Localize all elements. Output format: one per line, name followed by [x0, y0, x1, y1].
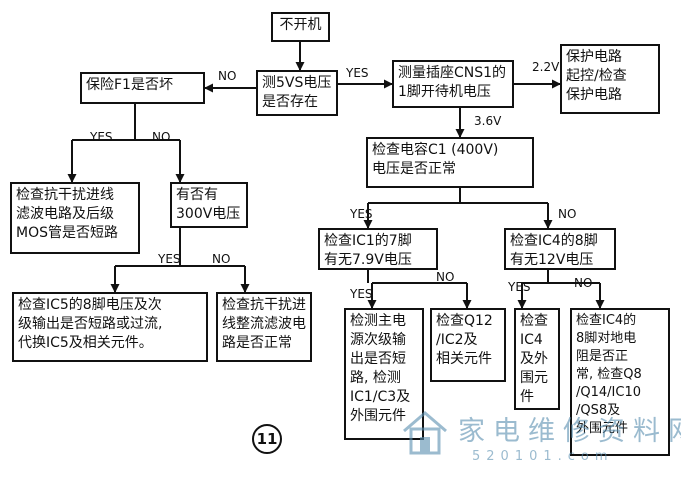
- has-300v-box: 有否有 300V电压: [170, 182, 248, 228]
- protect-box: 保护电路 起控/检查 保护电路: [560, 44, 660, 114]
- label-no-ic4: NO: [574, 276, 593, 290]
- check-ic1-pin7-box: 检查IC1的7脚 有无7.9V电压: [318, 228, 438, 270]
- watermark: 家电维修资料网 520101.com: [400, 405, 681, 483]
- label-yes-c1: YES: [350, 207, 373, 221]
- label-yes-fuse: YES: [90, 130, 113, 144]
- check-5vs-box: 测5VS电压 是否存在: [256, 70, 338, 116]
- check-filter-rect-box: 检查抗干扰进 线整流滤波电 路是否正常: [216, 292, 312, 362]
- label-no-c1: NO: [558, 207, 577, 221]
- measure-cns1-box: 测量插座CNS1的 1脚开待机电压: [392, 60, 514, 108]
- label-yes-ic4: YES: [508, 280, 531, 294]
- watermark-url: 520101.com: [472, 449, 614, 464]
- check-filter-mos-box: 检查抗干扰进线 滤波电路及后级 MOS管是否短路: [10, 182, 140, 254]
- label-no-fuse: NO: [152, 130, 171, 144]
- label-no-ic1: NO: [436, 270, 455, 284]
- label-3-6v: 3.6V: [474, 114, 502, 128]
- fuse-box: 保险F1是否坏: [80, 72, 205, 104]
- label-no-300v: NO: [212, 252, 231, 266]
- figure-number: 11: [252, 424, 282, 454]
- check-ic4-box: 检查 IC4 及外 围元 件: [514, 308, 560, 410]
- start-box: 不开机: [271, 12, 330, 42]
- check-main-power-box: 检测主电 源次级输 出是否短 路, 检测 IC1/C3及 外围元件: [344, 308, 424, 440]
- watermark-text: 家电维修资料网: [458, 416, 681, 447]
- check-ic4-ground-box: 检查IC4的 8脚对地电 阻是否正 常, 检查Q8 /Q14/IC10 /QS8…: [570, 308, 670, 456]
- check-q12-box: 检查Q12 /IC2及 相关元件: [430, 308, 506, 382]
- label-yes-300v: YES: [158, 252, 181, 266]
- check-c1-box: 检查电容C1 (400V) 电压是否正常: [366, 137, 534, 188]
- label-yes-ic1: YES: [350, 287, 373, 301]
- house-logo-icon: [403, 411, 447, 455]
- check-ic4-pin8-box: 检查IC4的8脚 有无12V电压: [504, 228, 616, 270]
- label-yes-5vs: YES: [346, 66, 369, 80]
- label-no-5vs: NO: [218, 69, 237, 83]
- check-ic5-pin8-box: 检查IC5的8脚电压及次 级输出是否短路或过流, 代换IC5及相关元件。: [12, 292, 208, 362]
- label-2-2v: 2.2V: [532, 60, 560, 74]
